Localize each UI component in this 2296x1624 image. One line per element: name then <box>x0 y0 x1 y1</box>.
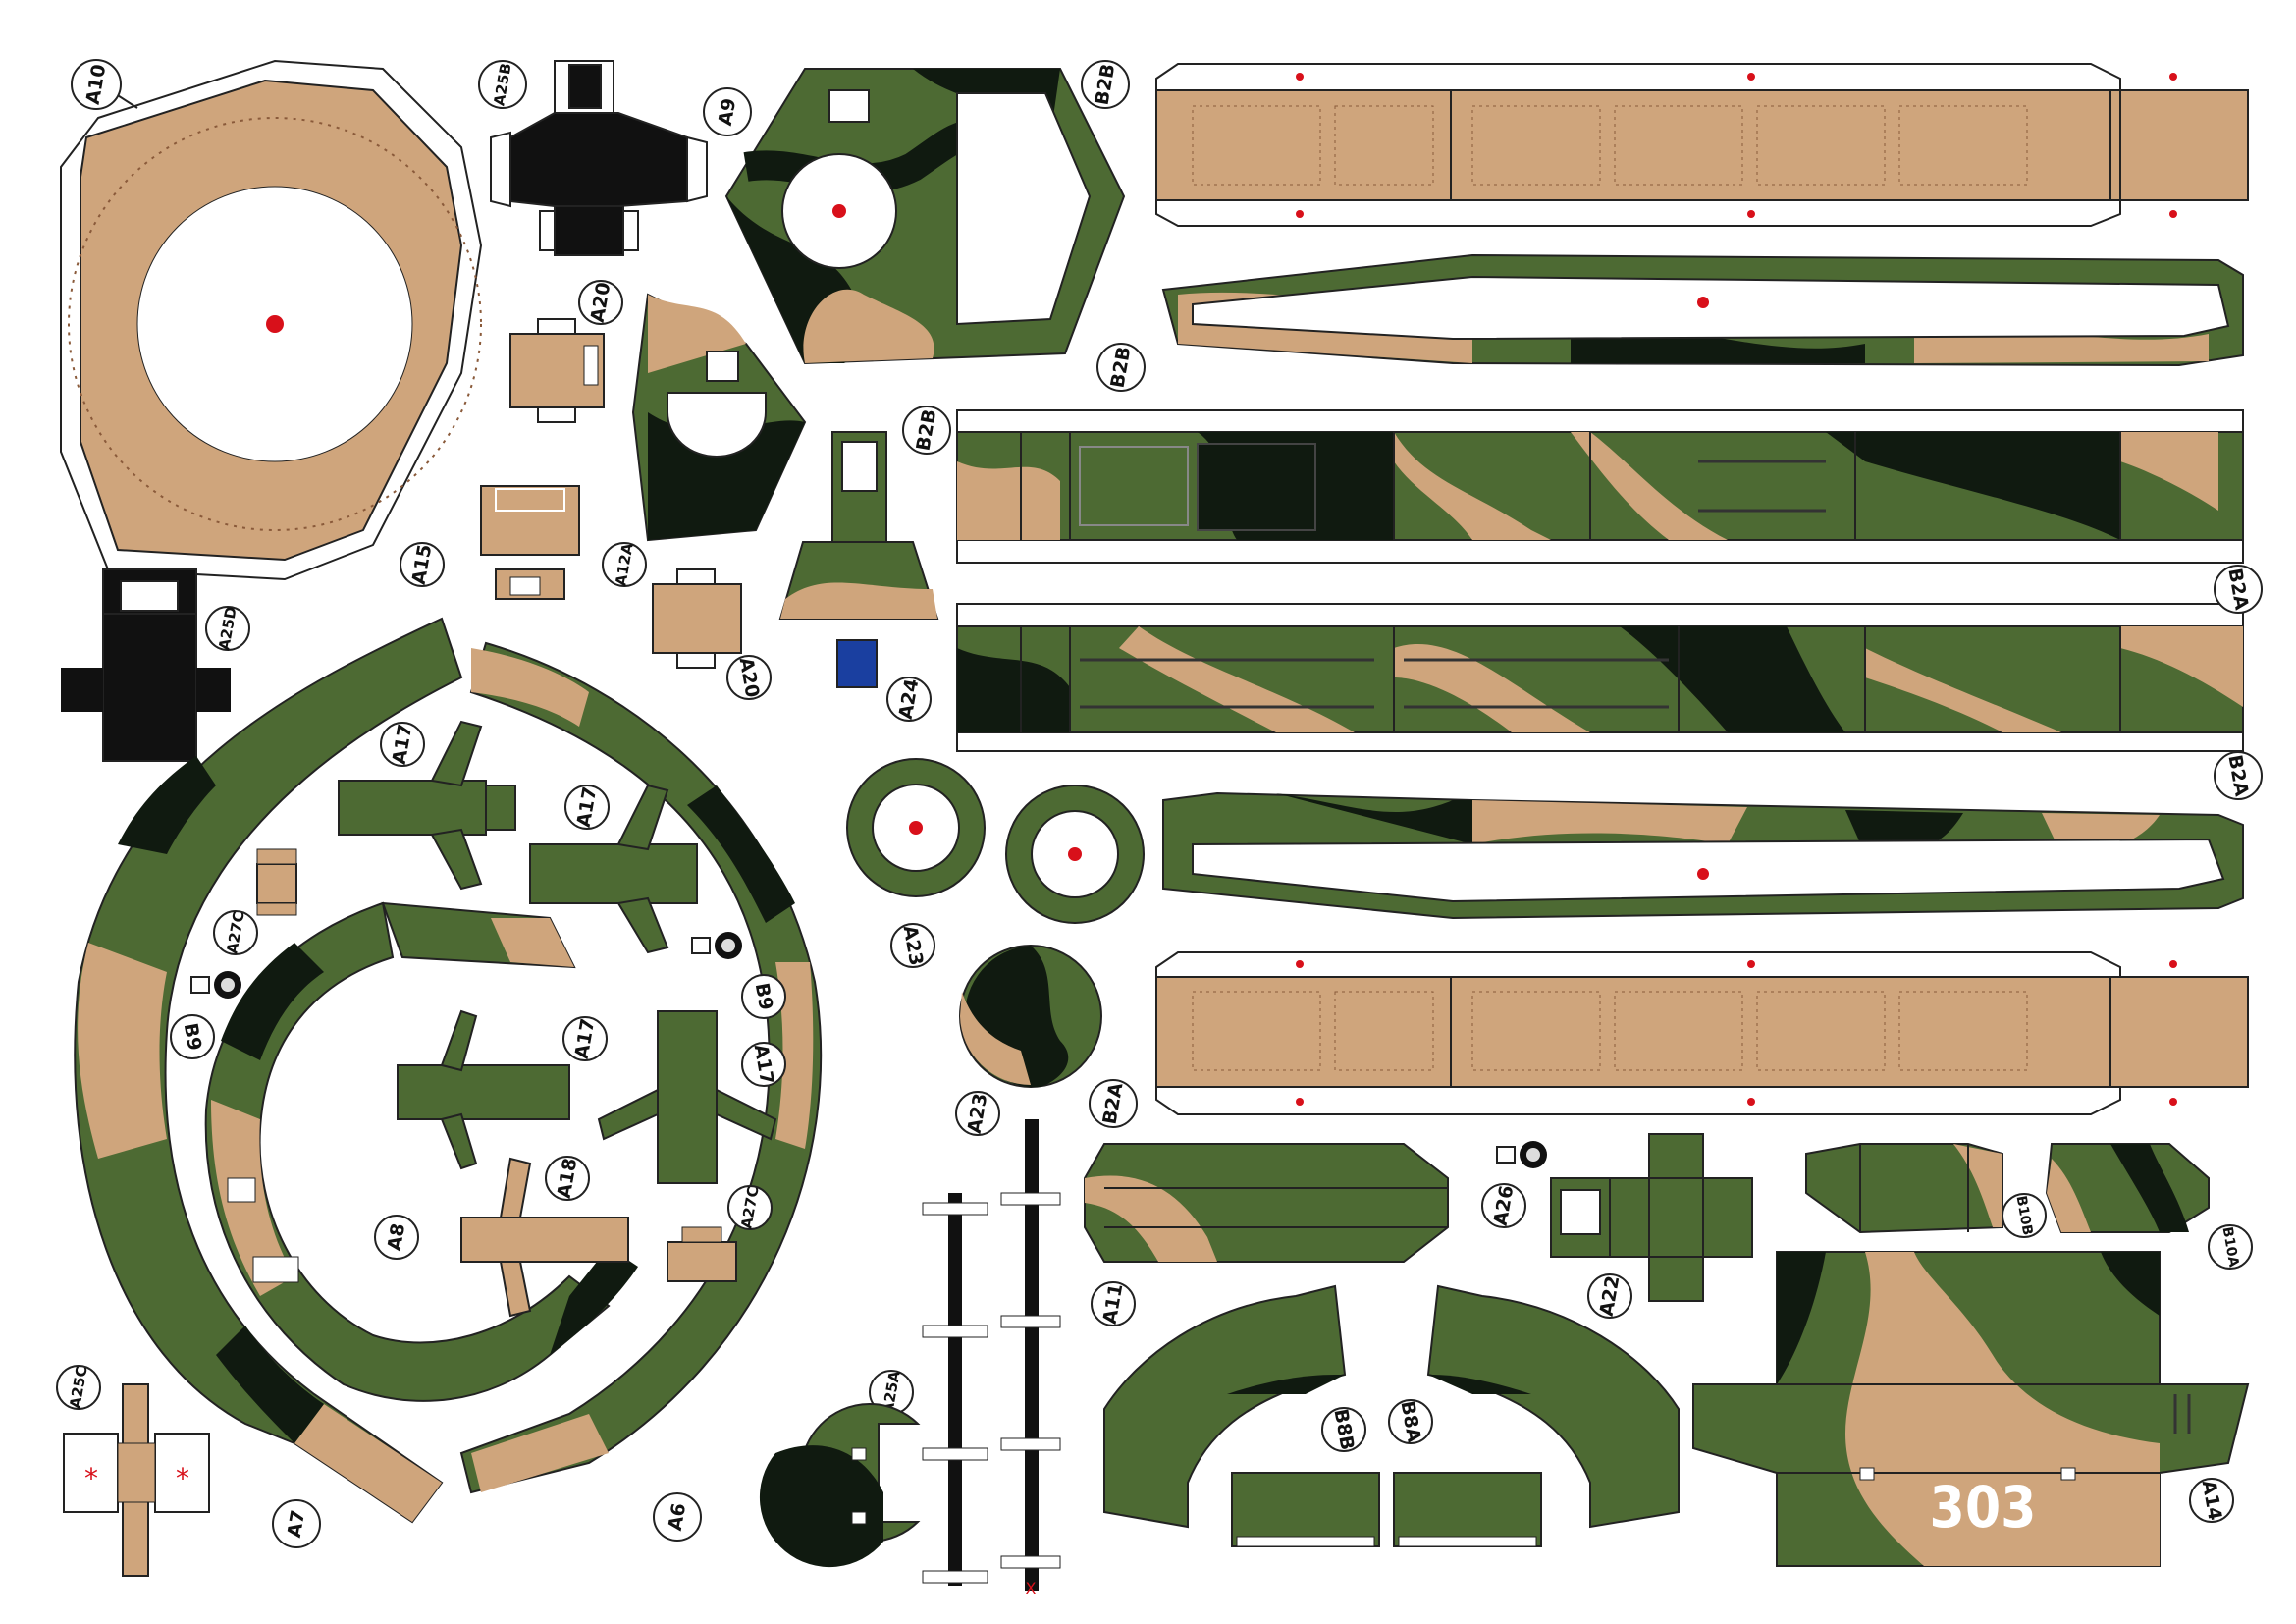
part-a23-disc-2 <box>1005 785 1145 924</box>
part-b2b-hull-strip <box>956 409 2244 564</box>
part-a24 <box>778 431 939 688</box>
part-b2b-side-cutout <box>1192 275 2230 341</box>
label-a9-callout: A9 <box>703 87 752 136</box>
cross-mark: X <box>1026 1579 1037 1597</box>
part-a10-dotted-ring <box>68 117 482 531</box>
part-b10a <box>2045 1143 2210 1233</box>
label-a12a-callout: A12A <box>602 541 647 587</box>
part-a7-ring <box>74 617 463 1524</box>
label-a15-callout: A15 <box>400 542 445 587</box>
part-a8-ring <box>204 901 638 1402</box>
part-b9-left <box>190 971 241 999</box>
part-a17-upper-left <box>338 720 516 891</box>
label-a17-4-callout: A17 <box>741 1042 786 1087</box>
part-a10 <box>60 59 483 581</box>
part-a9-window <box>956 92 1092 326</box>
part-b2a-side <box>1162 791 2244 920</box>
label-a7-callout: A7 <box>272 1499 321 1548</box>
label-a17-3-callout: A17 <box>562 1016 608 1061</box>
label-a8: A8 <box>384 1221 410 1252</box>
label-a7: A7 <box>284 1508 310 1539</box>
label-b10a-callout: B10A <box>2208 1224 2253 1270</box>
part-a17-lower-right <box>597 1010 777 1184</box>
part-a10-center-dot <box>266 315 284 333</box>
part-a14: 303 <box>1692 1251 2250 1567</box>
part-a25a-pin-right: X <box>1000 1119 1061 1597</box>
label-b10a: B10A <box>2219 1225 2242 1268</box>
part-b9-right <box>691 932 742 959</box>
label-a25d-callout: A25D <box>205 605 250 652</box>
label-b2b-1-callout: B2B <box>1081 60 1130 109</box>
label-b2a-2-callout: B2A <box>2214 751 2263 800</box>
label-a11-callout: A11 <box>1091 1281 1136 1326</box>
part-a27c-upper <box>256 848 297 916</box>
part-b2b-top-strip <box>1155 63 2249 227</box>
part-a17-upper-right <box>529 784 698 954</box>
part-b2a-bottom-strip <box>1155 951 2249 1115</box>
part-a15 <box>480 485 580 600</box>
part-a25a-pin-left <box>922 1193 988 1586</box>
label-b10b-callout: B10B <box>2002 1193 2047 1238</box>
part-a25b <box>490 60 708 256</box>
label-b2a-3-callout: B2A <box>1089 1079 1138 1128</box>
label-b2b-2-callout: B2B <box>1096 343 1146 392</box>
label-b8a-callout: B8A <box>1388 1399 1433 1444</box>
label-a26-callout: A26 <box>1481 1183 1526 1228</box>
part-b8a <box>1393 1284 1680 1547</box>
part-a11 <box>1084 1143 1449 1263</box>
label-a14-callout: A14 <box>2189 1478 2234 1523</box>
part-a25d <box>61 568 231 762</box>
label-a9: A9 <box>715 96 741 127</box>
part-b2b-side <box>1161 253 2244 367</box>
label-a18-callout: A18 <box>545 1156 590 1201</box>
hull-number: 303 <box>1930 1474 2037 1541</box>
label-a23-1-callout: A23 <box>890 923 935 968</box>
label-a10-callout: A10 <box>71 59 138 110</box>
part-a18 <box>460 1157 629 1318</box>
label-a6: A6 <box>665 1501 691 1532</box>
label-b2b-3-callout: B2B <box>902 406 951 455</box>
label-b2a-1-callout: B2A <box>2214 565 2263 614</box>
label-a17-2-callout: A17 <box>564 785 610 830</box>
label-a27c-1-callout: A27C <box>213 910 258 955</box>
part-b2a-side-cutout <box>1192 838 2225 903</box>
label-a25c-callout: A25C <box>56 1365 101 1410</box>
glue-mark-left: * <box>84 1462 98 1494</box>
label-a22-callout: A22 <box>1587 1273 1632 1319</box>
part-a25c: * * <box>63 1383 210 1577</box>
label-b9-1-callout: B9 <box>741 974 786 1019</box>
label-a17-1-callout: A17 <box>380 722 425 767</box>
part-a23-disc-1 <box>846 758 986 897</box>
label-a20-1-callout: A20 <box>578 280 623 325</box>
part-a17-lower-left <box>397 1009 570 1170</box>
part-b8b <box>1103 1284 1380 1547</box>
label-b10b: B10B <box>2013 1195 2036 1237</box>
label-a25b-callout: A25B <box>478 60 527 109</box>
part-a26 <box>1496 1141 1547 1168</box>
part-a20-upper <box>509 318 605 423</box>
part-hatch-disc <box>759 1403 921 1568</box>
label-a27c-2-callout: A27C <box>727 1185 773 1230</box>
glue-mark-right: * <box>176 1462 189 1494</box>
part-a12a <box>631 293 807 542</box>
label-a6-callout: A6 <box>653 1492 702 1542</box>
part-a23-disc-3 <box>959 945 1102 1088</box>
label-b9-2-callout: B9 <box>170 1014 215 1059</box>
label-a20-2-callout: A20 <box>726 655 772 700</box>
label-b8b-callout: B8B <box>1321 1407 1366 1452</box>
label-b9-2: B9 <box>180 1021 205 1052</box>
label-b9-1: B9 <box>751 981 776 1011</box>
label-a24-callout: A24 <box>886 677 932 722</box>
part-a9 <box>724 68 1126 365</box>
part-b2a-hull-strip <box>956 603 2244 752</box>
part-b10b <box>1805 1143 2003 1234</box>
part-a27c-lower <box>667 1226 737 1282</box>
part-a20-lower <box>652 568 742 669</box>
label-a8-callout: A8 <box>374 1215 419 1260</box>
part-a22 <box>1550 1133 1753 1302</box>
label-a23-2-callout: A23 <box>955 1091 1000 1136</box>
